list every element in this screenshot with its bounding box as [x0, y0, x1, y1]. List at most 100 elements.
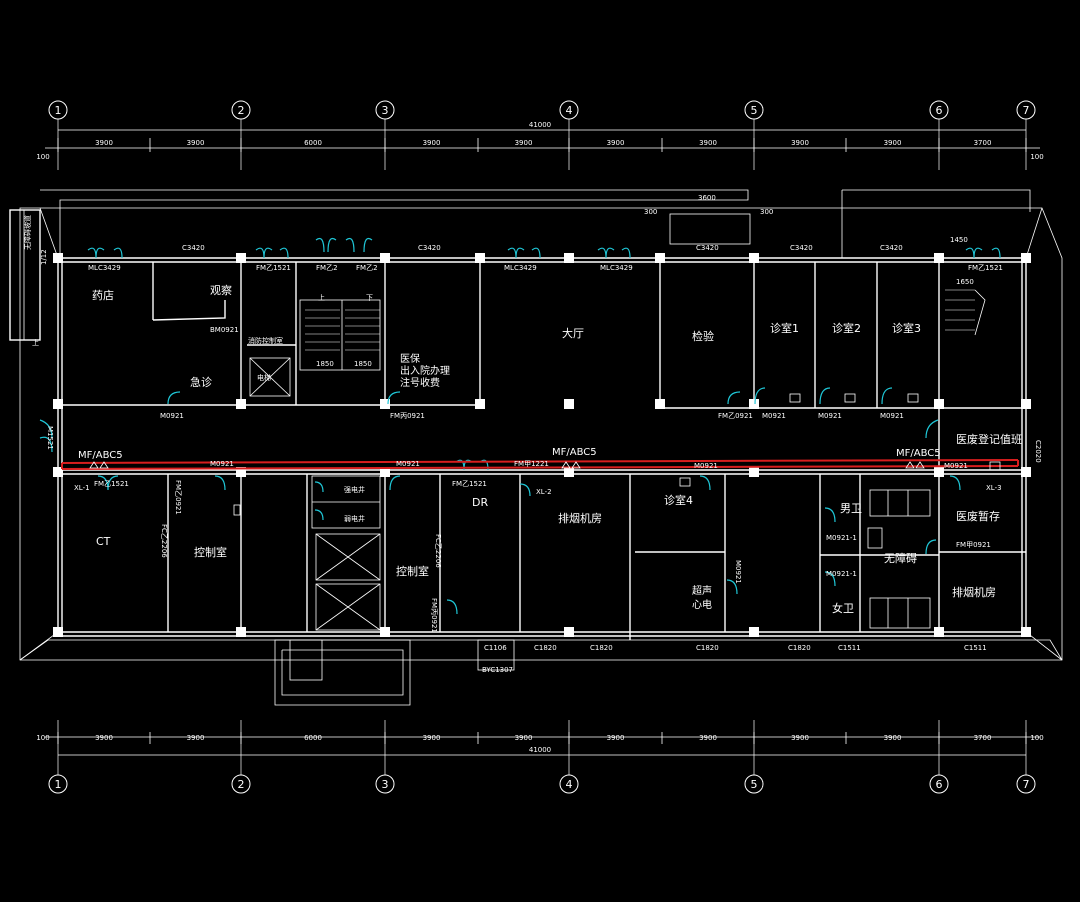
door-tag: FM乙1521	[94, 480, 129, 488]
dimension-segment-label: 3900	[791, 139, 809, 147]
window-tag: C1820	[590, 644, 613, 652]
door-tag: M0921	[694, 462, 718, 470]
window-byc1307: BYC1307	[482, 666, 513, 674]
edge-dim-left-top: 100	[36, 153, 49, 161]
dimension-segment-label: 3900	[515, 734, 533, 742]
axis-label: 7	[1023, 104, 1030, 117]
column	[749, 467, 759, 477]
north-canopy: 3600 300 300	[644, 194, 773, 245]
axis-bubble	[559, 774, 579, 794]
edge-dim-left-bottom: 100	[36, 734, 49, 742]
canopy-dim-2: 300	[644, 208, 657, 216]
fire-pipe	[61, 459, 1019, 470]
column	[236, 399, 246, 409]
room-inpatient-2: 出入院办理	[400, 364, 450, 377]
window-tag: C1820	[788, 644, 811, 652]
door-tag: MLC3429	[88, 264, 121, 272]
ramp-up-label: 上	[32, 338, 39, 347]
axis-bubble	[48, 100, 68, 120]
room-labels: 药店 观察 急诊 消防控制室 大厅 医保 出入院办理 注号收费 检验 诊室1 诊…	[92, 283, 1022, 615]
axis-label: 5	[751, 778, 758, 791]
door-tag: M0921-1	[826, 534, 857, 542]
room-inpatient-1: 医保	[400, 352, 420, 365]
column	[236, 253, 246, 263]
column	[475, 253, 485, 263]
column	[1021, 467, 1031, 477]
door-tag: M0921	[210, 460, 234, 468]
dimension-segment-label: 3900	[515, 139, 533, 147]
canopy-dim-3: 300	[760, 208, 773, 216]
room-womens-wc: 女卫	[832, 601, 854, 615]
column	[564, 627, 574, 637]
room-smoke-2: 排烟机房	[952, 585, 996, 599]
stair-dim-east-2: 1650	[956, 278, 974, 286]
dimension-segment-label: 3900	[699, 139, 717, 147]
dimension-segment-label: 3900	[884, 734, 902, 742]
door-tag: FM丙0921	[390, 412, 425, 420]
elevator-small: 电梯	[249, 357, 291, 397]
dimension-segment-label: 3900	[791, 734, 809, 742]
window-tag: C1511	[838, 644, 861, 652]
accessible-ramp: 无障碍坡道 1/12 上	[9, 209, 48, 347]
axis-bubble	[744, 774, 764, 794]
room-ultrasound-1: 超声	[692, 584, 712, 597]
doors	[39, 237, 1001, 615]
door-tag: M0921-1	[826, 570, 857, 578]
door-tag: FC乙2206	[434, 534, 442, 568]
window-tag: C1511	[964, 644, 987, 652]
elec-shaft-label: 强电井	[344, 485, 365, 494]
window-c1106: C1106	[484, 644, 507, 652]
room-pharmacy: 药店	[92, 288, 114, 302]
door-tag: FM乙1521	[968, 264, 1003, 272]
stair-core-east: 1450 1650	[945, 236, 986, 336]
column	[236, 627, 246, 637]
stair-dim-east-1: 1450	[950, 236, 968, 244]
south-canopy: C1106 BYC1307	[274, 639, 515, 706]
column	[1021, 627, 1031, 637]
room-control-2: 控制室	[396, 564, 429, 578]
dimension-segment-label: 6000	[304, 139, 322, 147]
column	[934, 399, 944, 409]
dimension-segment-label: 6000	[304, 734, 322, 742]
door-tag: MLC3429	[504, 264, 537, 272]
axis-bubble	[559, 100, 579, 120]
axis-label: 6	[936, 778, 943, 791]
door-tag: FM丙0921	[430, 598, 438, 633]
column	[564, 467, 574, 477]
column	[53, 399, 63, 409]
stair-down-label: 下	[366, 294, 373, 302]
axis-label: 3	[382, 778, 389, 791]
ramp-slope-label: 1/12	[40, 249, 48, 265]
room-ct: CT	[96, 535, 111, 548]
axis-label: 4	[566, 778, 573, 791]
fire-extinguisher-3: MF/ABC5	[896, 448, 941, 459]
edge-dim-right-top: 100	[1030, 153, 1043, 161]
column	[380, 627, 390, 637]
column	[564, 253, 574, 263]
door-tag: M1521	[46, 426, 54, 450]
ramp-label: 无障碍坡道	[23, 215, 32, 250]
axis-label: 4	[566, 104, 573, 117]
column	[1021, 253, 1031, 263]
column	[1021, 399, 1031, 409]
fixtures	[233, 393, 1001, 516]
room-ultrasound-2: 心电	[692, 598, 712, 611]
column	[749, 627, 759, 637]
axis-label: 5	[751, 104, 758, 117]
hydrant-2: XL-2	[536, 488, 552, 496]
walls	[57, 257, 1027, 640]
weak-shaft-label: 弱电井	[344, 514, 365, 523]
building-outline	[19, 189, 1063, 661]
dimension-chain-top: 41000 100 100	[36, 121, 1043, 161]
fire-extinguisher-2: MF/ABC5	[552, 447, 597, 458]
axis-bubble	[929, 774, 949, 794]
hydrant-1: XL-1	[74, 484, 90, 492]
room-lab: 检验	[692, 329, 714, 343]
stair-dim-2: 1850	[354, 360, 372, 368]
elevator-label: 电梯	[257, 373, 271, 382]
